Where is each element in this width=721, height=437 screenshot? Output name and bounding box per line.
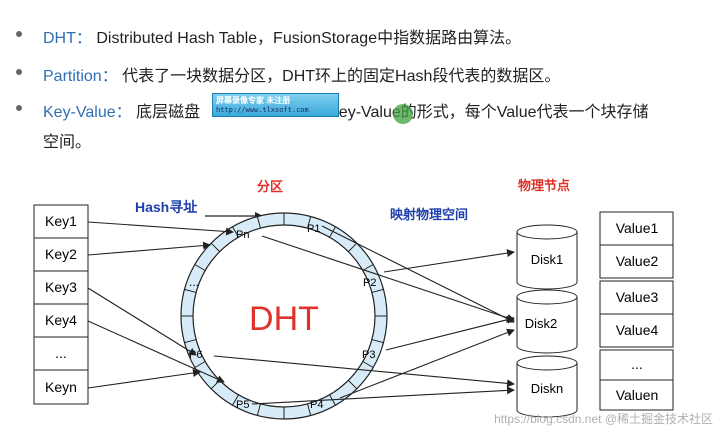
arrow-map xyxy=(383,249,515,273)
disk-cylinder: Diskn xyxy=(516,355,578,418)
ring-tick xyxy=(256,216,261,229)
disk-cylinder: Disk1 xyxy=(516,224,578,290)
value-label: Valuen xyxy=(616,387,659,403)
key-label: ... xyxy=(55,345,67,361)
label-hash-addressing: Hash寻址 xyxy=(135,199,197,215)
bullet-dot-icon xyxy=(16,31,22,37)
partition-label: P2 xyxy=(363,277,376,289)
term-dht: DHT xyxy=(43,30,76,47)
ring-ellipsis: ... xyxy=(189,275,199,289)
arrow-map xyxy=(213,355,515,388)
arrow-map xyxy=(321,225,515,323)
term-sep: ： xyxy=(115,104,132,121)
key-hash-arrows xyxy=(87,221,234,389)
key-label: Key3 xyxy=(45,279,77,295)
cursor-highlight-icon xyxy=(393,104,413,124)
bullet-text-line2: 空间。 xyxy=(43,134,92,151)
footer-watermark: https://blog.csdn.net @稀土掘金技术社区 xyxy=(494,412,713,426)
key-box xyxy=(33,270,89,305)
disk-column: Disk1 Disk2 Diskn xyxy=(516,224,578,418)
ring-tick xyxy=(194,264,206,271)
ring-tick xyxy=(307,216,312,229)
key-box xyxy=(33,204,89,239)
recorder-watermark: 屏幕录像专家 未注册 http://www.tlxsoft.com xyxy=(212,93,339,117)
watermark-title: 屏幕录像专家 未注册 xyxy=(216,96,291,105)
ring-tick xyxy=(371,339,384,344)
ring-tick xyxy=(347,379,358,390)
term-sep: ： xyxy=(101,68,118,85)
ring-label-dht: DHT xyxy=(249,300,319,338)
partition-label: Pn xyxy=(236,229,249,241)
label-map-physical: 映射物理空间 xyxy=(390,207,468,222)
arrow-key4 xyxy=(87,320,225,383)
arrow-map xyxy=(385,315,515,351)
term-key-value: Key-Value xyxy=(43,104,116,121)
label-partition: 分区 xyxy=(257,179,283,194)
ring-tick xyxy=(256,403,261,416)
bullet-dot-icon xyxy=(16,105,22,111)
key-box xyxy=(33,303,89,338)
arrow-map xyxy=(251,386,515,405)
ring-tick xyxy=(184,288,197,293)
arrow-key2 xyxy=(87,241,211,256)
ring-tick xyxy=(210,242,221,253)
value-label: Value2 xyxy=(616,253,659,269)
disk-label: Disk1 xyxy=(531,252,564,267)
ring-tick xyxy=(362,264,374,271)
bullet-text-before: 底层磁盘 xyxy=(136,104,201,121)
key-label: Keyn xyxy=(45,379,77,395)
arrow-key3 xyxy=(87,287,197,356)
arrow-map xyxy=(261,235,515,322)
value-label: ... xyxy=(631,356,643,372)
key-label: Key4 xyxy=(45,312,77,328)
ring-tick xyxy=(307,403,312,416)
label-physical-nodes: 物理节点 xyxy=(518,178,570,193)
key-label: Key2 xyxy=(45,246,77,262)
value-box xyxy=(599,379,674,411)
ring-tick xyxy=(184,339,197,344)
value-box xyxy=(599,244,674,279)
arrow-key1 xyxy=(87,221,234,236)
ring-tick xyxy=(362,361,374,368)
value-label: Value1 xyxy=(616,220,659,236)
key-column: Key1 Key2 Key3 Key4 ... Keyn xyxy=(33,204,89,405)
term-partition: Partition xyxy=(43,68,102,85)
value-box xyxy=(599,280,674,315)
ring-tick xyxy=(232,394,239,406)
ring-tick xyxy=(347,242,358,253)
partition-label: P4 xyxy=(310,399,323,411)
arrow-keyn xyxy=(87,369,201,389)
partition-label: P5 xyxy=(236,399,249,411)
mapping-arrows xyxy=(213,225,515,405)
value-column: Value1 Value2 Value3 Value4 ... Valuen xyxy=(599,211,674,411)
value-box xyxy=(599,211,674,246)
watermark-url: http://www.tlxsoft.com xyxy=(216,106,309,114)
key-box xyxy=(33,336,89,371)
bullet-dot-icon xyxy=(16,69,22,75)
bullet-text: Distributed Hash Table，FusionStorage中指数据… xyxy=(96,30,522,47)
key-box xyxy=(33,369,89,405)
bullet-text: 代表了一块数据分区，DHT环上的固定Hash段代表的数据区。 xyxy=(122,68,561,85)
ring-tick xyxy=(329,226,336,238)
term-sep: ： xyxy=(75,30,92,47)
value-box xyxy=(599,313,674,348)
arrow-map xyxy=(339,328,515,399)
value-label: Value4 xyxy=(616,322,659,338)
ring-tick xyxy=(194,361,206,368)
partition-label: P1 xyxy=(307,223,320,235)
partition-label: P3 xyxy=(362,349,375,361)
value-label: Value3 xyxy=(616,289,659,305)
ring-tick xyxy=(371,288,384,293)
key-label: Key1 xyxy=(45,213,77,229)
disk-cylinder: Disk2 xyxy=(516,289,578,354)
disk-label: Diskn xyxy=(531,381,564,396)
disk-label: Disk2 xyxy=(525,316,558,331)
